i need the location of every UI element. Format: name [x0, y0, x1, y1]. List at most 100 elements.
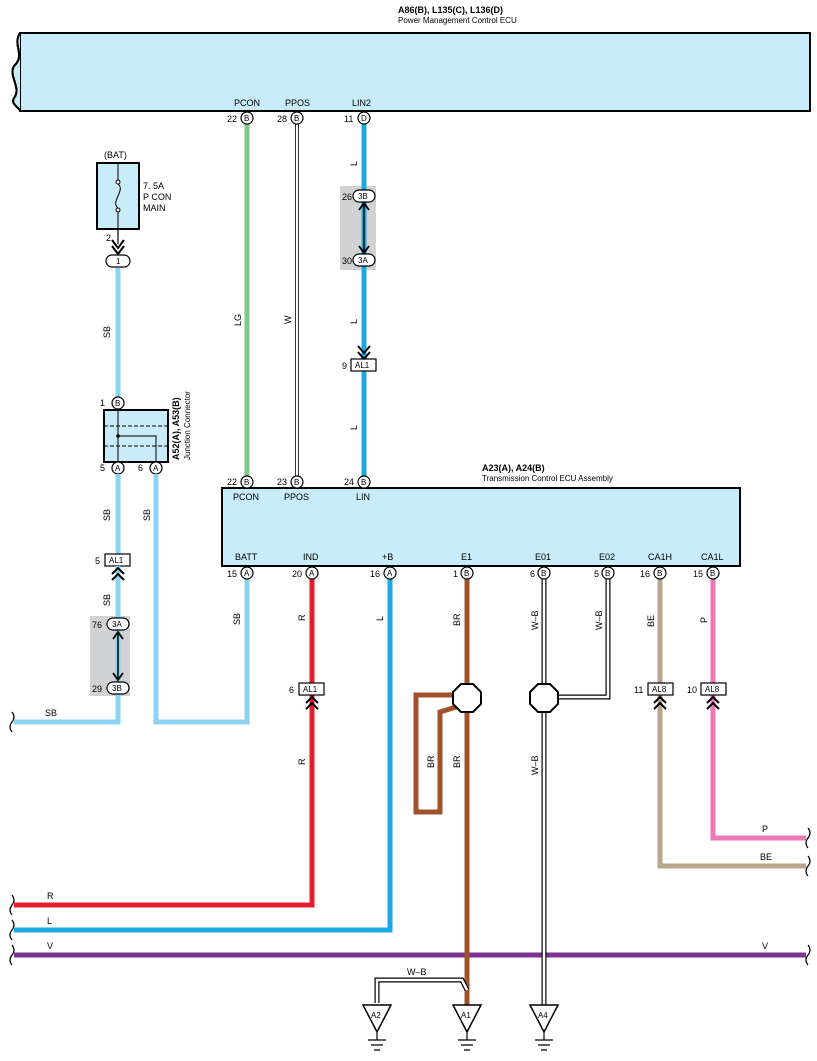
tcm-bot-conn-0: A [244, 569, 250, 578]
tcm-top-name-2: LIN [356, 492, 370, 502]
conn-ind-al1-chevron-icon [305, 695, 319, 710]
wire-br-loop [413, 692, 457, 815]
pm-ecu-edge-fill [21, 34, 31, 110]
pm-pin-conn-28: B [294, 114, 299, 123]
fuse-pin-out: 2 [106, 233, 111, 243]
lbl-r-3: R [47, 891, 54, 901]
fuse-name-1: P CON [143, 192, 171, 202]
conn-lin-bottom: 3A [358, 256, 368, 265]
pm-ecu-box [19, 32, 811, 112]
pm-pin-name-ppos: PPOS [285, 98, 310, 108]
wire-be-ca1h [657, 578, 806, 869]
tcm-bot-name-1: IND [303, 552, 319, 562]
wire-p-ca1l [710, 578, 806, 841]
conn-ca1l-al8-num: 10 [687, 685, 697, 695]
ground-a2-icon [361, 1004, 393, 1034]
lbl-wb-3: W–B [530, 755, 540, 775]
lbl-wb-4: W–B [407, 967, 427, 977]
conn-lin-top: 3B [358, 192, 368, 201]
tcm-bot-num-5: 5 [594, 569, 599, 579]
tcm-bot-conn-7: B [710, 569, 715, 578]
tcm-name: Transmission Control ECU Assembly [482, 474, 613, 483]
conn-sb-al1-num: 5 [95, 556, 100, 566]
conn-lin-al1-label: AL1 [355, 361, 370, 370]
tcm-bot-num-1: 20 [292, 569, 302, 579]
jc-pin-br-conn: A [153, 464, 159, 473]
conn-sb-al1-chevron-icon [111, 566, 125, 581]
fuse-source: (BAT) [104, 150, 127, 160]
conn-sb-num-top: 76 [92, 620, 102, 630]
pm-ecu-name: Power Management Control ECU [398, 16, 517, 25]
lbl-lg: LG [233, 314, 243, 326]
tcm-top-num-2: 24 [344, 477, 354, 487]
ground-a1-label: A1 [461, 1011, 471, 1020]
torn-wire-ends [9, 711, 811, 966]
tcm-bot-num-6: 16 [640, 569, 650, 579]
power-management-ecu: A86(B), L135(C), L136(D) Power Managemen… [11, 5, 811, 112]
lbl-be-2: BE [760, 852, 772, 862]
tcm-bot-num-7: 15 [693, 569, 703, 579]
tcm-top-name-0: PCON [233, 492, 259, 502]
junction-connector: 1 B 5 A 6 A A52(A), A53(B) Junction Conn… [100, 391, 192, 475]
tcm-bot-name-0: BATT [235, 552, 258, 562]
lbl-sb-5: SB [45, 708, 57, 718]
tcm-bot-num-0: 15 [227, 569, 237, 579]
pm-pin-num-28: 28 [277, 114, 287, 124]
conn-sb-al1-label: AL1 [109, 556, 124, 565]
wire-wb-a2 [374, 977, 470, 1003]
tcm-bot-conn-3: B [464, 569, 469, 578]
lbl-wb-1: W–B [530, 610, 540, 630]
lbl-v-2: V [762, 941, 768, 951]
lbl-l-1: L [349, 161, 359, 166]
wire-labels: SB SB SB SB SB SB LG W L L L R R R L L V… [45, 161, 772, 977]
fuse-name-2: MAIN [143, 203, 166, 213]
jc-name: Junction Connector [183, 391, 192, 460]
conn-ca1l-al8: 10 AL8 [687, 682, 727, 710]
tcm-bot-num-4: 6 [530, 569, 535, 579]
ground-a1-icon [451, 1004, 483, 1034]
lbl-sb-1: SB [102, 326, 112, 338]
lbl-w: W [283, 315, 293, 324]
ground-a1: A1 [451, 1004, 483, 1051]
ground-a2-label: A2 [371, 1011, 381, 1020]
tcm-ids: A23(A), A24(B) [482, 463, 545, 473]
conn-lin-num-top: 26 [342, 192, 352, 202]
conn-lin-3b-3a: 26 3B 30 3A [340, 186, 376, 270]
tcm-top-conn-1: B [294, 478, 299, 487]
tcm-bot-num-2: 16 [370, 569, 380, 579]
tcm-bot-conn-2: A [387, 569, 393, 578]
conn-sb-3a-3b: 76 3A 29 3B [90, 616, 130, 696]
lbl-r-1: R [297, 614, 307, 621]
conn-ca1h-al8-chevron-icon [653, 695, 667, 710]
ground-a4-icon [528, 1004, 560, 1034]
tcm-top-num-0: 22 [227, 477, 237, 487]
lbl-sb-4: SB [102, 594, 112, 606]
conn-lin-al1: 9 AL1 [342, 345, 377, 372]
conn-sb-top: 3A [112, 620, 122, 629]
transmission-ecu: A23(A), A24(B) Transmission Control ECU … [221, 463, 741, 580]
pm-pin-conn-11: D [361, 114, 367, 123]
jc-pin-bl-num: 5 [100, 463, 105, 473]
tcm-box [221, 487, 741, 567]
lbl-br-2: BR [426, 755, 436, 768]
wire-sb-batt [153, 478, 250, 725]
tcm-bot-name-5: E02 [599, 552, 615, 562]
tcm-bot-name-2: +B [382, 552, 393, 562]
fuse-pcon-main: (BAT) 7. 5A P CON MAIN 2 1 [96, 150, 171, 268]
jc-ids: A52(A), A53(B) [171, 397, 181, 460]
fuse-rating: 7. 5A [143, 181, 164, 191]
wire-r-ind [14, 578, 315, 908]
conn-sb-al1: 5 AL1 [95, 553, 131, 616]
lbl-l-2: L [349, 319, 359, 324]
conn-ind-al1: 6 AL1 [289, 682, 325, 710]
conn-ca1h-al8-label: AL8 [652, 685, 667, 694]
lbl-sb-2: SB [102, 509, 112, 521]
lbl-l-3: L [349, 425, 359, 430]
tcm-top-name-1: PPOS [284, 492, 309, 502]
conn-sb-arrow-icon [112, 630, 124, 682]
pm-pin-num-22: 22 [227, 114, 237, 124]
fuse-chevron-icon [111, 239, 125, 256]
tcm-bot-name-4: E01 [535, 552, 551, 562]
splice-wb [529, 683, 559, 713]
tcm-top-num-1: 23 [277, 477, 287, 487]
